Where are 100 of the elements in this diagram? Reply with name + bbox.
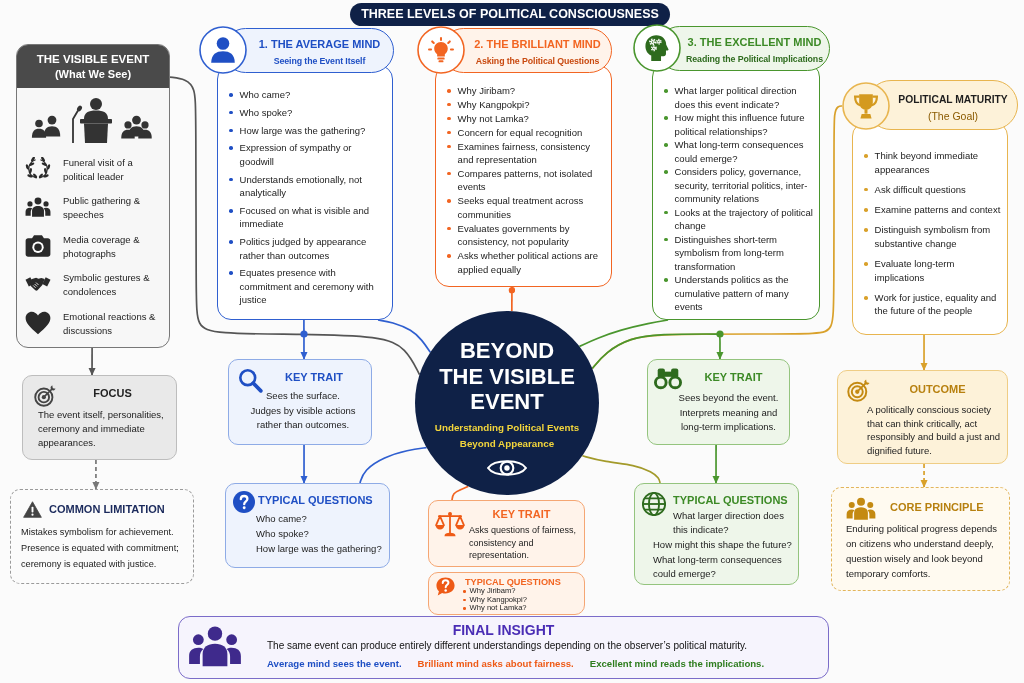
panel-subtitle: Reading the Political Implications (685, 53, 824, 66)
bullet-text: Understands politics as the cumulative pattern of many events (674, 273, 790, 314)
mind-panel (199, 26, 394, 320)
info-card (837, 370, 1008, 464)
card-subtitle: (What We See) (53, 67, 133, 81)
arrow (300, 444, 308, 484)
bullet-text: Looks at the trajectory of political change (674, 205, 814, 233)
card-heading: TYPICAL QUESTIONS (673, 493, 789, 507)
card-heading: KEY TRAIT (491, 507, 552, 521)
card-heading: CORE PRINCIPLE (890, 500, 985, 514)
bullet-text: Understands emotionally, not analytically (239, 172, 363, 200)
card-text: Enduring political progress depends on citizens who understand deeply, question wisely and look beyond temporary comforts. (846, 522, 999, 581)
card-text: Mistakes symbolism for achievement. Presence is equated with commitment; ceremony is equated with justice. (21, 526, 180, 571)
panel-title: 3. THE EXCELLENT MIND (686, 35, 823, 49)
info-card (428, 572, 585, 615)
central-title: BEYOND THE VISIBLE EVENT (438, 338, 576, 415)
info-card (10, 489, 194, 584)
bullet-text: Examines fairness, consistency and representation (457, 139, 592, 167)
insight-panel (178, 616, 829, 679)
connector-line (359, 446, 428, 484)
arrow (300, 319, 308, 360)
card-heading: KEY TRAIT (703, 370, 764, 384)
mind-panel (633, 24, 830, 320)
bullet-text: Think beyond immediate appearances (874, 149, 980, 176)
bullet-text: Compares patterns, not isolated events (457, 166, 594, 194)
info-card (428, 500, 585, 567)
card-text: A politically conscious society that can think critically, act responsibly and build a just and dignified future. (867, 403, 1002, 457)
panel-subtitle: Seeing the Event Itself (272, 55, 367, 68)
mind-panel (842, 80, 1018, 335)
bullet-text: Evaluates governments by consistency, not popularity (457, 221, 571, 249)
bullet-text: Distinguish symbolism from substantive change (874, 223, 992, 251)
bullet-text: Why Kangpokpi? (457, 97, 530, 112)
bullet-text: Seeks equal treatment across communities (457, 194, 585, 222)
bullet-text: Who spoke? (239, 105, 293, 120)
info-card (228, 359, 372, 445)
mind-panel (417, 26, 612, 287)
card-heading: COMMON LIMITATION (49, 502, 166, 516)
arrow (88, 347, 96, 376)
card-text: How might this shape the future? (653, 538, 793, 552)
arrow (920, 463, 928, 488)
bullet-text: Ask difficult questions (874, 182, 966, 197)
card-heading: KEY TRAIT (284, 370, 344, 384)
bullet-text: Asks whether political actions are applied equally (457, 249, 600, 276)
connector-line (451, 485, 469, 501)
card-text: Asks questions of fairness, consistency and representation. (469, 524, 578, 562)
list-item-text: Emotional reactions & discussions (63, 309, 157, 338)
list-item-text: Funeral visit of a political leader (63, 156, 134, 184)
bullet-text: What long-term consequences could emerge? (674, 138, 805, 165)
card-text: What larger direction does this indicate? (673, 509, 785, 537)
bullet-text: How might this influence future political relationships? (674, 111, 806, 138)
bullet-text: Examine patterns and context (874, 203, 1001, 217)
summary-text: Excellent mind reads the implications. (589, 657, 765, 671)
bullet-text: Evaluate long-term implications (874, 257, 956, 285)
card-heading: TYPICAL QUESTIONS (465, 576, 562, 587)
bullet-text: Considers policy, governance, security, territorial politics, inter-community relations (674, 165, 809, 206)
bullet-text: Distinguishes short-term symbolism from long-term transformation (674, 232, 785, 273)
card-text: How large was the gathering? (256, 542, 383, 556)
bullet-text: Why not Lamka? (457, 111, 529, 126)
central-subtitle: Understanding Political Events Beyond Appearance (433, 421, 581, 451)
info-card (225, 483, 390, 568)
bullet-text: Work for justice, equality and the future of the people (874, 291, 998, 318)
bullet-text: Why Jiribam? (457, 84, 516, 98)
bullet-text: Politics judged by appearance rather than outcomes (239, 235, 368, 263)
panel-title: 2. THE BRILLIANT MIND (473, 37, 602, 51)
card-text: Sees beyond the event. (678, 391, 779, 405)
info-card (634, 483, 799, 585)
panel-title: 1. THE AVERAGE MIND (257, 37, 382, 51)
info-card (22, 375, 177, 460)
card-text: Interprets meaning and long-term implications. (678, 405, 779, 434)
panel-subtitle: (The Goal) (926, 109, 980, 123)
card-heading: TYPICAL QUESTIONS (258, 493, 374, 507)
panel-subtitle: Asking the Political Questions (474, 55, 601, 68)
card-text: Sees the surface. (266, 389, 340, 403)
card-text: Who came? (256, 512, 308, 526)
connector-line (508, 286, 516, 312)
list-item-text: Symbolic gestures & condolences (63, 271, 151, 300)
connector-line (169, 76, 421, 376)
arrow (92, 459, 100, 490)
bullet-text: Expression of sympathy or goodwill (239, 141, 353, 169)
bullet-text: Who came? (239, 88, 291, 102)
summary-text: Brilliant mind asks about fairness. (417, 657, 574, 671)
info-card (831, 487, 1010, 591)
connector-line (578, 319, 669, 348)
bullet-text: Equates presence with commitment and ceremony with justice (239, 266, 375, 307)
info-card (647, 359, 790, 445)
card-text: Who spoke? (256, 527, 310, 541)
insight-text: The same event can produce entirely different understandings depending on the observer’s political maturity. (267, 639, 749, 653)
card-text: Judges by visible actions rather than outcomes. (249, 403, 357, 432)
title-banner: THREE LEVELS OF POLITICAL CONSCIOUSNESS (350, 3, 670, 26)
arrow (712, 444, 720, 484)
card-text: The event itself, personalities, ceremony and immediate appearances. (38, 408, 165, 450)
event-card (16, 44, 170, 348)
bullet-text: Concern for equal recognition (457, 125, 583, 140)
arrow (591, 333, 724, 370)
card-text: What long-term consequences could emerge? (653, 553, 783, 581)
insight-heading: FINAL INSIGHT (451, 622, 556, 639)
card-title: THE VISIBLE EVENT (35, 52, 151, 66)
bullet-text: Focused on what is visible and immediate (239, 203, 370, 231)
arrow (920, 334, 928, 371)
card-heading: OUTCOME (908, 382, 967, 396)
